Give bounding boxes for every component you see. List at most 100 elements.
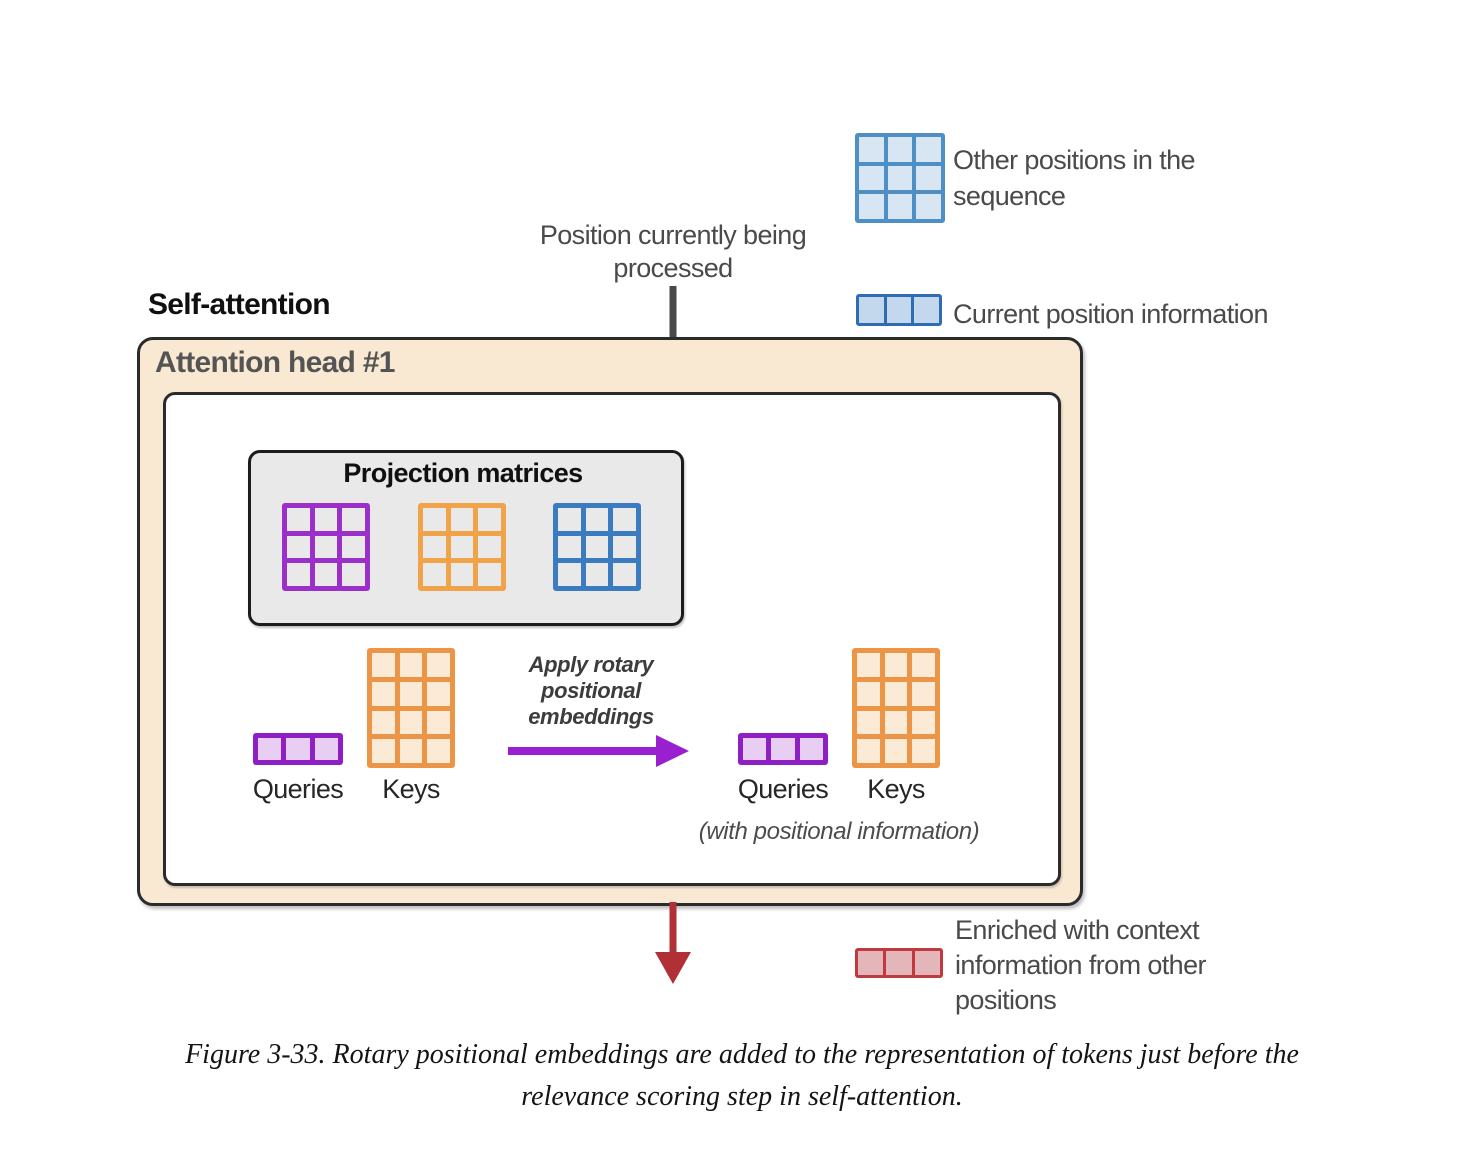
matrix-cell [886, 951, 912, 975]
matrix-cell [372, 739, 395, 763]
matrix-cell [450, 563, 474, 586]
matrix-cell [372, 681, 395, 706]
matrix-cell [314, 508, 338, 531]
figure-caption-line2: relevance scoring step in self-attention… [521, 1081, 963, 1112]
matrix-cell [859, 165, 884, 191]
figure-caption-line1: Figure 3-33. Rotary positional embedding… [185, 1039, 1299, 1070]
matrix-cell [859, 297, 884, 323]
queries-row-right-icon [738, 733, 828, 765]
keys-label-left: Keys [382, 774, 440, 804]
matrix-cell [887, 165, 913, 191]
matrix-cell [427, 653, 450, 677]
down-arrow-red-icon [655, 902, 691, 984]
matrix-cell [478, 508, 501, 531]
matrix-cell [372, 710, 395, 735]
matrix-cell [478, 563, 501, 586]
keys-matrix-left-icon [367, 648, 455, 768]
projection-matrix-blue-icon [553, 503, 641, 591]
matrix-cell [399, 710, 423, 735]
matrix-cell [287, 535, 310, 559]
matrix-cell [372, 653, 395, 677]
legend-other-positions-matrix-icon [855, 133, 945, 223]
matrix-cell [427, 739, 450, 763]
matrix-cell [912, 739, 935, 763]
matrix-cell [857, 710, 880, 735]
rotary-arrow-purple-icon [508, 735, 689, 767]
position-processing-label: Position currently being processed [539, 220, 807, 283]
matrix-cell [884, 681, 908, 706]
queries-label-right: Queries [737, 774, 829, 804]
keys-label-right: Keys [867, 774, 925, 804]
matrix-cell [399, 739, 423, 763]
projection-matrices-title: Projection matrices [343, 458, 583, 488]
legend-other-positions-label: Other positions in the sequence [953, 145, 1196, 211]
matrix-cell [287, 508, 310, 531]
with-positional-info-label: (with positional information) [698, 818, 980, 845]
projection-matrix-orange-icon [418, 503, 506, 591]
matrix-cell [858, 951, 884, 975]
projection-matrix-purple-icon [282, 503, 370, 591]
matrix-cell [859, 194, 884, 219]
matrix-cell [286, 738, 310, 760]
matrix-cell [884, 653, 908, 677]
matrix-cell [743, 738, 767, 760]
queries-row-left-icon [253, 733, 343, 765]
legend-enriched-label: Enriched with context information from o… [955, 915, 1207, 1015]
matrix-cell [613, 535, 636, 559]
matrix-cell [258, 738, 282, 760]
legend-current-position-label: Current position information [953, 299, 1268, 329]
matrix-cell [857, 739, 880, 763]
queries-label-left: Queries [252, 774, 344, 804]
matrix-cell [287, 563, 310, 586]
matrix-cell [558, 535, 581, 559]
matrix-cell [314, 563, 338, 586]
matrix-cell [884, 739, 908, 763]
matrix-cell [342, 563, 365, 586]
legend-current-position-row-icon [856, 294, 942, 326]
matrix-cell [912, 710, 935, 735]
matrix-cell [399, 653, 423, 677]
matrix-cell [478, 535, 501, 559]
matrix-cell [887, 194, 913, 219]
matrix-cell [613, 563, 636, 586]
matrix-cell [857, 681, 880, 706]
matrix-cell [799, 738, 823, 760]
legend-enriched-row-icon [855, 948, 943, 978]
matrix-cell [887, 137, 913, 162]
matrix-cell [914, 951, 940, 975]
matrix-cell [585, 508, 609, 531]
matrix-cell [314, 738, 338, 760]
matrix-cell [585, 535, 609, 559]
matrix-cell [342, 535, 365, 559]
matrix-cell [613, 508, 636, 531]
matrix-cell [558, 508, 581, 531]
apply-rotary-label: Apply rotary positional embeddings [528, 652, 654, 729]
matrix-cell [912, 681, 935, 706]
matrix-cell [914, 297, 939, 323]
matrix-cell [916, 165, 941, 191]
matrix-cell [884, 710, 908, 735]
attention-head-label: Attention head #1 [155, 346, 395, 379]
figure-caption: Figure 3-33. Rotary positional embedding… [0, 1034, 1484, 1118]
matrix-cell [427, 710, 450, 735]
matrix-cell [423, 535, 446, 559]
matrix-cell [857, 653, 880, 677]
matrix-cell [450, 535, 474, 559]
matrix-cell [912, 653, 935, 677]
matrix-cell [342, 508, 365, 531]
matrix-cell [450, 508, 474, 531]
matrix-cell [916, 194, 941, 219]
matrix-cell [423, 508, 446, 531]
matrix-cell [585, 563, 609, 586]
keys-matrix-right-icon [852, 648, 940, 768]
matrix-cell [859, 137, 884, 162]
matrix-cell [399, 681, 423, 706]
matrix-cell [558, 563, 581, 586]
matrix-cell [314, 535, 338, 559]
matrix-cell [916, 137, 941, 162]
matrix-cell [427, 681, 450, 706]
matrix-cell [423, 563, 446, 586]
self-attention-title: Self-attention [148, 288, 331, 321]
matrix-cell [771, 738, 795, 760]
